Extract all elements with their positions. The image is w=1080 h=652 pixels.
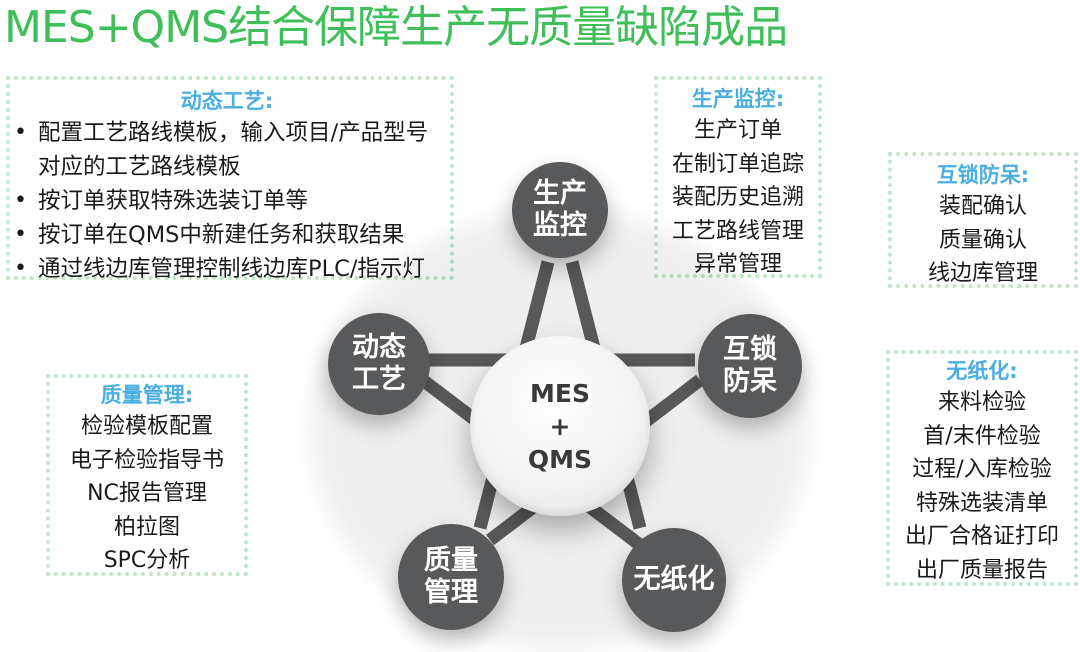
interlock-heading: 互锁防呆:: [936, 163, 1030, 187]
paperless-heading: 无纸化:: [946, 359, 1018, 383]
list-item: 出厂合格证打印: [904, 524, 1059, 549]
list-item: 装配历史追溯: [671, 185, 804, 210]
dynamic-process-box: 动态工艺: • 配置工艺路线模板，输入项目/产品型号 对应的工艺路线模板 • 按…: [6, 76, 454, 282]
dynamic-process-list: • 配置工艺路线模板，输入项目/产品型号 对应的工艺路线模板 • 按订单获取特殊…: [12, 116, 442, 286]
list-item: 柏拉图: [113, 514, 180, 540]
list-item: SPC分析: [103, 548, 191, 573]
list-item: 工艺路线管理: [671, 218, 804, 244]
bullet-icon: •: [14, 188, 27, 213]
production-monitoring-box: 生产监控: 生产订单 在制订单追踪 装配历史追溯 工艺路线管理 异常管理: [654, 76, 822, 278]
paperless-box: 无纸化: 来料检验 首/末件检验 过程/入库检验 特殊选装清单 出厂合格证打印 …: [886, 350, 1078, 586]
list-item: 首/末件检验: [923, 423, 1041, 449]
node-production-monitoring: 生产 监控: [512, 162, 608, 258]
list-item: NC报告管理: [87, 481, 207, 506]
list-item: • 按订单在QMS中新建任务和获取结果: [12, 218, 442, 252]
list-item: 特殊选装清单: [915, 490, 1048, 516]
quality-management-box: 质量管理: 检验模板配置 电子检验指导书 NC报告管理 柏拉图 SPC分析: [46, 374, 248, 576]
list-item: • 通过线边库管理控制线边库PLC/指示灯: [12, 252, 442, 286]
list-item: 出厂质量报告: [915, 557, 1048, 583]
list-item: 在制订单追踪: [671, 151, 804, 177]
bullet-icon: •: [14, 222, 27, 247]
center-hub: MES + QMS: [470, 336, 650, 516]
node-dynamic-process: 动态 工艺: [328, 313, 430, 415]
list-item: 装配确认: [938, 194, 1027, 219]
list-item: 检验模板配置: [80, 414, 213, 439]
quality-management-heading: 质量管理:: [100, 383, 194, 407]
node-paperless: 无纸化: [622, 528, 726, 632]
list-item: • 配置工艺路线模板，输入项目/产品型号 对应的工艺路线模板: [12, 116, 442, 184]
page-title: MES+QMS结合保障生产无质量缺陷成品: [4, 2, 788, 53]
node-interlock: 互锁 防呆: [698, 314, 802, 418]
list-item: 线边库管理: [927, 261, 1038, 286]
list-item: 生产订单: [693, 118, 782, 143]
list-item: 过程/入库检验: [912, 457, 1052, 482]
interlock-box: 互锁防呆: 装配确认 质量确认 线边库管理: [888, 152, 1078, 288]
production-monitoring-heading: 生产监控:: [691, 87, 785, 111]
list-item: • 按订单获取特殊选装订单等: [12, 184, 442, 218]
dynamic-process-heading: 动态工艺:: [180, 89, 274, 113]
list-item: 电子检验指导书: [69, 447, 224, 473]
bullet-icon: •: [14, 120, 27, 145]
node-quality-management: 质量 管理: [398, 524, 504, 630]
list-item: 来料检验: [937, 390, 1026, 415]
list-item: 质量确认: [938, 227, 1027, 253]
bullet-icon: •: [14, 256, 27, 281]
